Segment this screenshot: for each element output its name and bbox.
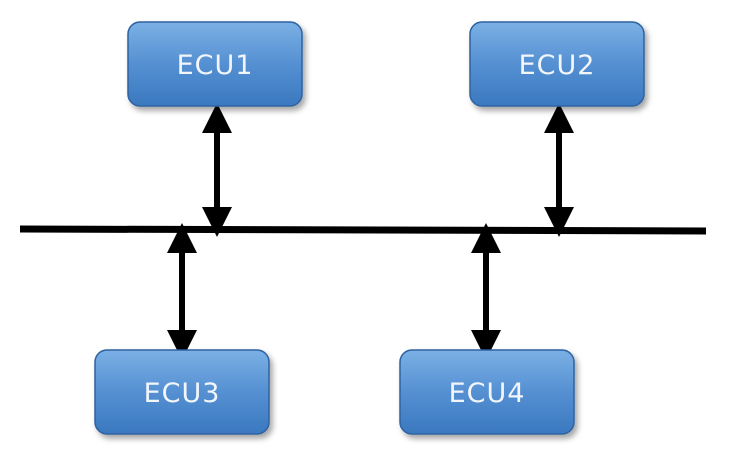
ecu1-node [127, 21, 303, 107]
ecu2-node [469, 21, 645, 107]
ecu3-label: ECU3 [144, 378, 221, 409]
ecu4-node [399, 349, 575, 435]
ecu1-label: ECU1 [177, 50, 254, 81]
communication-bus-line [19, 225, 707, 235]
ecu2-label: ECU2 [519, 50, 596, 81]
ecu3-node [94, 349, 270, 435]
ecu4-label: ECU4 [449, 378, 526, 409]
